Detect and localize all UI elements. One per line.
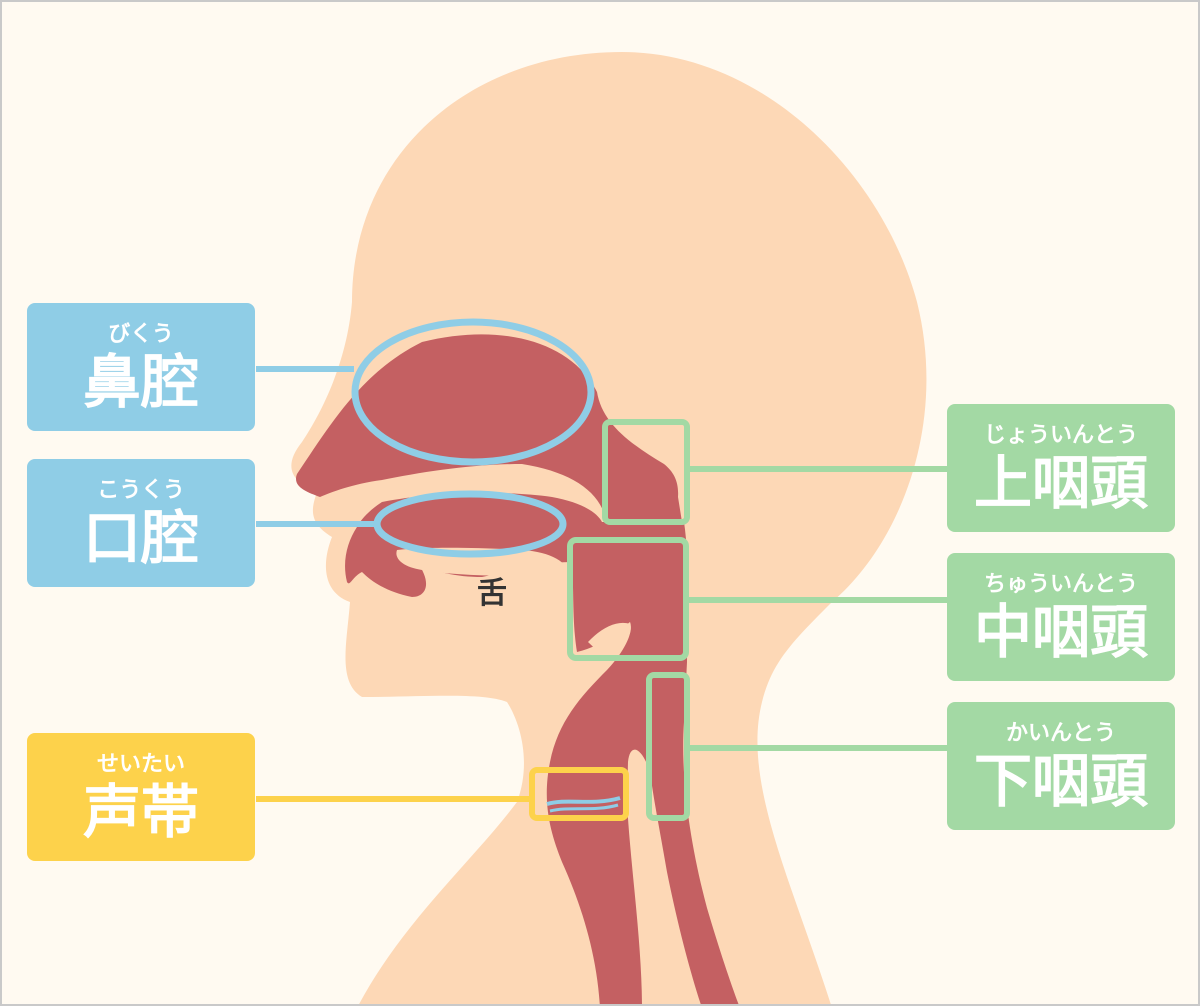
nasal-passage — [296, 334, 682, 524]
mesopharynx-label: ちゅういんとう 中咽頭 — [947, 553, 1175, 681]
nasal-cavity-reading: びくう — [108, 322, 174, 347]
nasal-cavity-text: 鼻腔 — [82, 348, 199, 416]
mesopharynx-outline — [567, 537, 689, 661]
vocal-cords-text: 声帯 — [82, 778, 199, 846]
oral-cavity-text: 口腔 — [82, 504, 199, 572]
oral-cavity-outline — [373, 490, 567, 558]
epiglottis — [588, 622, 631, 658]
hypopharynx-reading: かいんとう — [1005, 721, 1116, 746]
oral-cavity-reading: こうくう — [97, 478, 185, 503]
mesopharynx-text: 中咽頭 — [973, 598, 1148, 666]
oral-cavity-label: こうくう 口腔 — [27, 459, 255, 587]
vocal-cords-reading: せいたい — [96, 752, 185, 777]
vocal-fold-mark-2 — [549, 803, 619, 813]
epipharynx-outline — [602, 419, 690, 525]
epipharynx-reading: じょういんとう — [983, 423, 1138, 448]
hypopharynx-text: 下咽頭 — [973, 747, 1148, 815]
tongue-label: 舌 — [477, 576, 507, 611]
vocal-fold-mark — [546, 796, 621, 806]
nasal-cavity-outline — [351, 318, 595, 466]
pharynx-tissue — [345, 492, 739, 1004]
vocal-cords-outline — [529, 767, 629, 821]
hypopharynx-outline — [646, 672, 690, 821]
hypopharynx-label: かいんとう 下咽頭 — [947, 702, 1175, 830]
epipharynx-label: じょういんとう 上咽頭 — [947, 404, 1175, 532]
mesopharynx-reading: ちゅういんとう — [983, 572, 1138, 597]
epipharynx-text: 上咽頭 — [973, 449, 1148, 517]
vocal-cords-label: せいたい 声帯 — [27, 733, 255, 861]
nasal-cavity-label: びくう 鼻腔 — [27, 303, 255, 431]
